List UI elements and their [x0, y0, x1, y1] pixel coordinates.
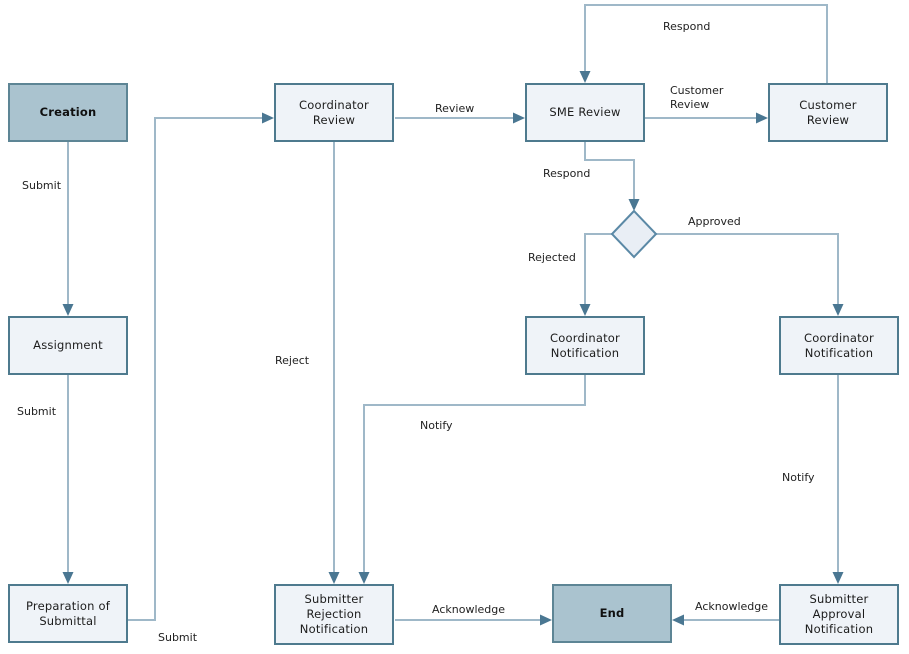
node-coordinator-notification-approved: Coordinator Notification: [779, 316, 899, 375]
arrowhead-down-icon: [579, 304, 591, 316]
node-submitter-rejection-notification-label: Submitter Rejection Notification: [299, 592, 369, 636]
edge-label-respond-1: Respond: [663, 20, 711, 33]
edge-label-rejected: Rejected: [528, 251, 576, 264]
edge-creation-assignment: [62, 142, 74, 316]
edge-assignment-preparation: [62, 375, 74, 584]
edge-label-submit-1: Submit: [22, 179, 62, 192]
edge-label-submit-2: Submit: [17, 405, 57, 418]
node-end-label: End: [599, 606, 625, 620]
arrowhead-down-icon: [579, 71, 591, 83]
edge-label-respond-2: Respond: [543, 167, 591, 180]
node-assignment: Assignment: [8, 316, 128, 375]
edge-label-submit-3: Submit: [158, 631, 198, 644]
arrowhead-right-icon: [262, 112, 274, 124]
node-coordinator-notification-rejected: Coordinator Notification: [525, 316, 645, 375]
edge-label-acknowledge-2: Acknowledge: [695, 600, 769, 613]
edge-coordinator-notification-notify-left: [358, 375, 586, 584]
edge-sme-review-decision: [584, 142, 640, 211]
arrowhead-down-icon: [328, 572, 340, 584]
node-customer-review: Customer Review: [768, 83, 888, 142]
arrowhead-left-icon: [672, 614, 684, 626]
node-assignment-label: Assignment: [33, 338, 103, 352]
arrowhead-right-icon: [513, 112, 525, 124]
edge-coordinator-review-sme-review: [395, 112, 525, 124]
edge-label-approved: Approved: [688, 215, 741, 228]
node-customer-review-label: Customer Review: [799, 97, 857, 127]
node-sme-review-label: SME Review: [549, 105, 621, 119]
arrowhead-right-icon: [756, 112, 768, 124]
edge-label-review: Review: [435, 102, 475, 115]
arrowhead-down-icon: [832, 304, 844, 316]
node-end: End: [552, 584, 672, 643]
edge-decision-approved: [656, 233, 844, 316]
edge-rejection-acknowledge: [395, 614, 552, 626]
edge-label-notify-1: Notify: [420, 419, 453, 432]
node-preparation-of-submittal-label: Preparation of Submittal: [26, 598, 110, 628]
edge-approval-acknowledge: [672, 614, 779, 626]
node-preparation-of-submittal: Preparation of Submittal: [8, 584, 128, 643]
edge-label-reject: Reject: [275, 354, 310, 367]
node-coordinator-review: Coordinator Review: [274, 83, 394, 142]
edge-label-notify-2: Notify: [782, 471, 815, 484]
edge-preparation-coordinator-review: [128, 112, 274, 621]
decision-diamond: [610, 209, 658, 259]
arrowhead-down-icon: [628, 199, 640, 211]
arrowhead-down-icon: [832, 572, 844, 584]
arrowhead-down-icon: [358, 572, 370, 584]
node-creation: Creation: [8, 83, 128, 142]
edge-coordinator-notification-notify-right: [832, 375, 844, 584]
node-coordinator-review-label: Coordinator Review: [299, 97, 369, 127]
edge-customer-review-sme-review-respond-loop: [579, 4, 828, 83]
arrowhead-right-icon: [540, 614, 552, 626]
edge-label-acknowledge-1: Acknowledge: [432, 603, 506, 616]
edge-label-customer-review: Customer Review: [670, 84, 724, 111]
node-coordinator-notification-approved-label: Coordinator Notification: [804, 330, 874, 360]
edge-decision-rejected: [579, 233, 612, 316]
node-submitter-approval-notification: Submitter Approval Notification: [779, 584, 899, 645]
arrowhead-down-icon: [62, 572, 74, 584]
arrowhead-down-icon: [62, 304, 74, 316]
node-creation-label: Creation: [39, 105, 97, 119]
node-submitter-approval-notification-label: Submitter Approval Notification: [804, 592, 874, 636]
node-sme-review: SME Review: [525, 83, 645, 142]
edge-coordinator-review-reject: [328, 142, 340, 584]
node-submitter-rejection-notification: Submitter Rejection Notification: [274, 584, 394, 645]
edge-sme-review-customer-review: [645, 112, 768, 124]
node-coordinator-notification-rejected-label: Coordinator Notification: [550, 330, 620, 360]
